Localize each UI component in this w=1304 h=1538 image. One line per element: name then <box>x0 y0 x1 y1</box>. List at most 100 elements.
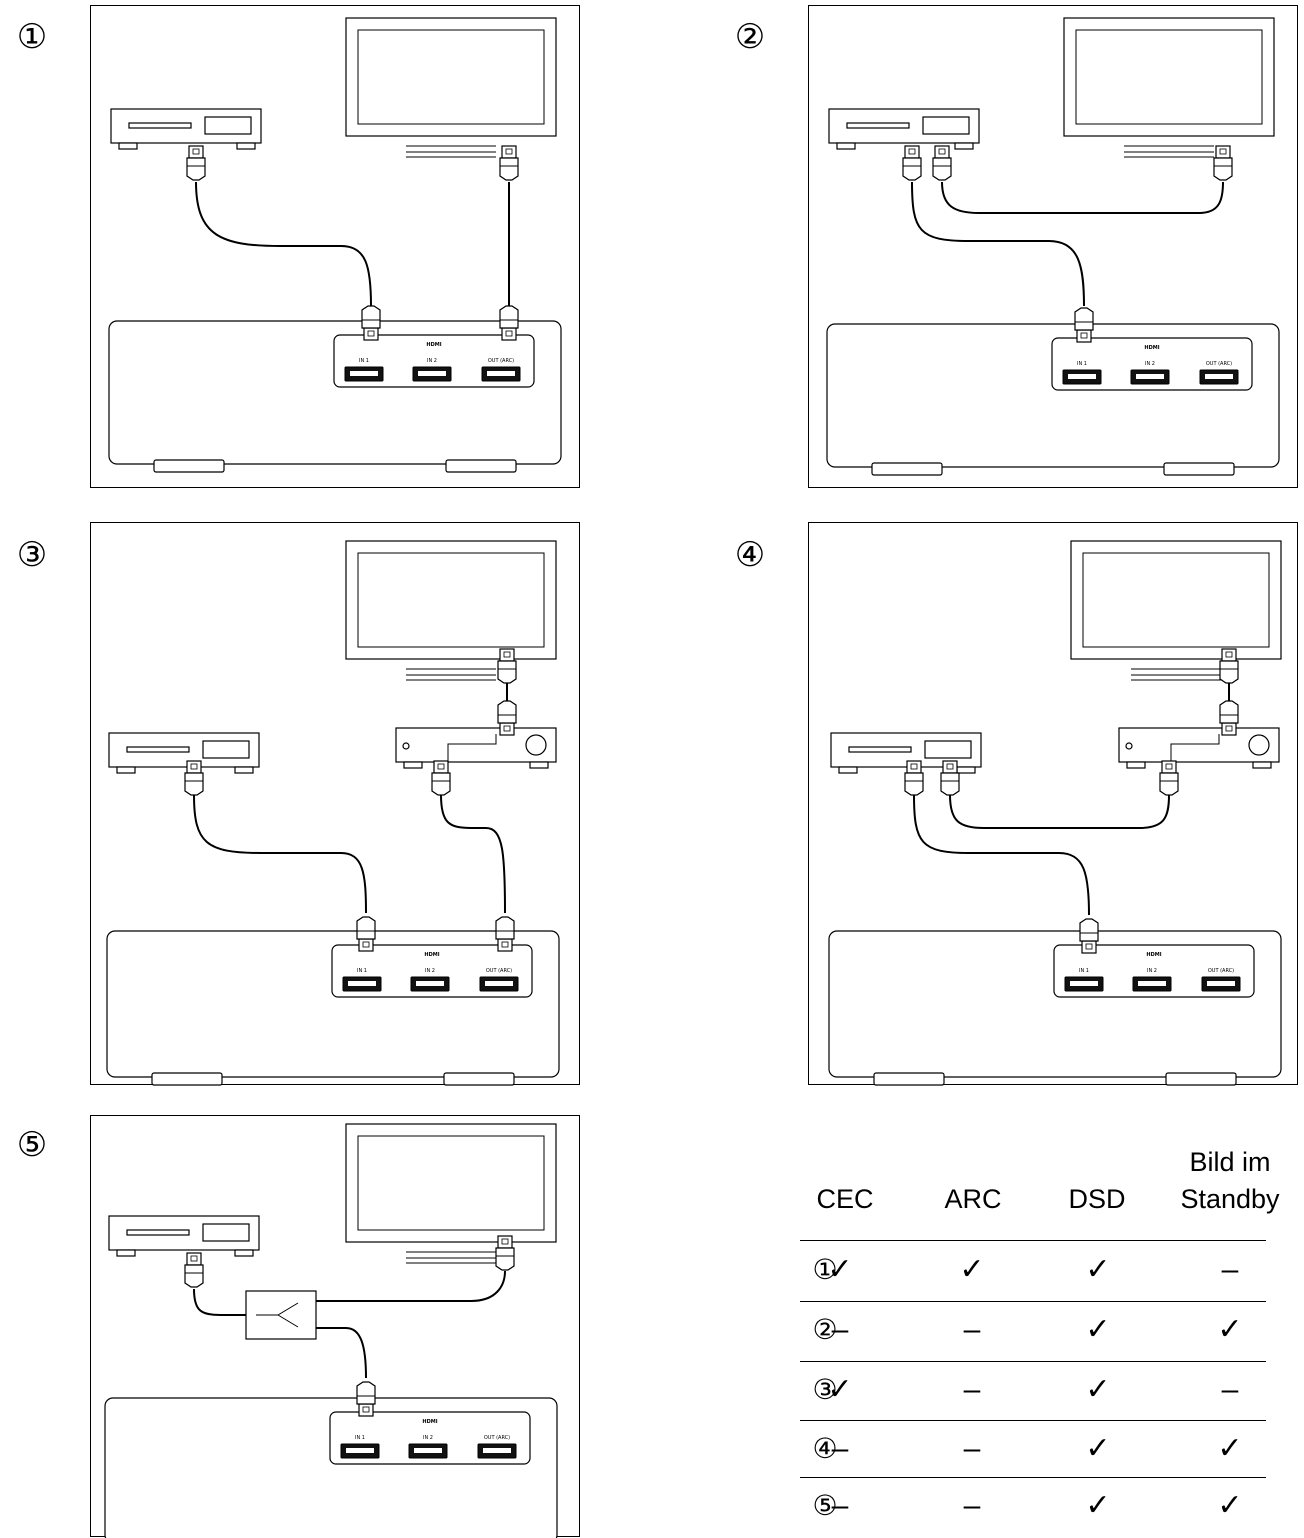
amplifier-device: HDMI IN 1 IN 2 OUT (ARC) <box>104 1397 558 1538</box>
table-header-cec: CEC <box>816 1184 874 1214</box>
table-divider <box>800 1301 1266 1302</box>
port-label-in1: IN 1 <box>359 358 369 364</box>
dash-icon: – <box>963 1373 981 1406</box>
diagram-panel-2: HDMI IN 1 IN 2 OUT (ARC) <box>808 5 1298 488</box>
dash-icon: – <box>963 1313 981 1346</box>
hdmi-plug-icon <box>495 916 515 952</box>
port-label-out: OUT (ARC) <box>1208 968 1234 974</box>
tv <box>1070 540 1282 681</box>
hdmi-plug-icon <box>356 1381 376 1417</box>
disc-player <box>108 732 260 774</box>
hdmi-plug-icon <box>497 700 517 736</box>
hdmi-cable <box>941 181 1224 214</box>
connection-diagram: HDMI IN 1 IN 2 OUT (ARC) <box>826 17 1280 476</box>
table-row-number: ② <box>812 1314 838 1345</box>
check-mark-icon: ✓ <box>1217 1432 1243 1465</box>
check-mark-icon: ✓ <box>1085 1489 1111 1522</box>
hdmi-plug-icon <box>356 916 376 952</box>
diagram-panel-1: HDMI IN 1 IN 2 OUT (ARC) <box>90 5 580 488</box>
hdmi-cable <box>949 794 1170 829</box>
dash-icon: – <box>1221 1253 1239 1286</box>
av-receiver <box>1118 727 1280 769</box>
dash-icon: – <box>1221 1373 1239 1406</box>
hdmi-cable <box>195 181 372 307</box>
port-label-in1: IN 1 <box>1079 968 1089 974</box>
hdmi-label: HDMI <box>422 1419 437 1425</box>
table-row-number: ④ <box>812 1433 838 1464</box>
hdmi-plug-icon <box>495 1235 515 1271</box>
hdmi-plug-icon <box>431 760 451 796</box>
hdmi-plug-icon <box>932 145 952 181</box>
dash-icon: – <box>963 1432 981 1465</box>
connection-diagram: HDMI IN 1 IN 2 OUT (ARC) <box>104 1123 558 1538</box>
table-header-arc: ARC <box>944 1184 1002 1214</box>
av-receiver <box>395 727 557 769</box>
port-label-in2: IN 2 <box>1145 361 1155 367</box>
port-label-out: OUT (ARC) <box>488 358 514 364</box>
tv <box>345 540 557 681</box>
check-mark-icon: ✓ <box>827 1253 853 1286</box>
hdmi-plug-icon <box>497 648 517 684</box>
hdmi-plug-icon <box>499 145 519 181</box>
hdmi-plug-icon <box>1159 760 1179 796</box>
port-label-out: OUT (ARC) <box>1206 361 1232 367</box>
hdmi-splitter <box>245 1290 317 1340</box>
hdmi-plug-icon <box>184 1252 204 1288</box>
table-row-number: ① <box>812 1254 838 1285</box>
dash-icon: – <box>831 1432 849 1465</box>
hdmi-plug-icon <box>1219 700 1239 736</box>
hdmi-label: HDMI <box>1144 345 1159 351</box>
tv <box>345 17 557 158</box>
hdmi-plug-icon <box>361 305 381 341</box>
hdmi-label: HDMI <box>1146 952 1161 958</box>
table-divider <box>800 1420 1266 1421</box>
tv <box>1063 17 1275 158</box>
port-label-in2: IN 2 <box>423 1435 433 1441</box>
hdmi-plug-icon <box>904 760 924 796</box>
hdmi-plug-icon <box>184 760 204 796</box>
amplifier-device: HDMI IN 1 IN 2 OUT (ARC) <box>108 320 562 473</box>
check-mark-icon: ✓ <box>959 1253 985 1286</box>
panel-number-4: ④ <box>734 536 766 574</box>
hdmi-plug-icon <box>499 305 519 341</box>
port-label-in1: IN 1 <box>1077 361 1087 367</box>
table-divider <box>800 1240 1266 1241</box>
table-header-standby-line1: Bild im <box>1189 1147 1271 1177</box>
dash-icon: – <box>831 1489 849 1522</box>
panel-number-1: ① <box>16 18 48 56</box>
tv <box>345 1123 557 1264</box>
table-divider <box>800 1361 1266 1362</box>
check-mark-icon: ✓ <box>827 1373 853 1406</box>
disc-player <box>110 108 262 150</box>
hdmi-cable <box>316 1327 367 1379</box>
hdmi-cable <box>193 794 367 914</box>
check-mark-icon: ✓ <box>1085 1432 1111 1465</box>
hdmi-label: HDMI <box>426 342 441 348</box>
hdmi-plug-icon <box>1219 648 1239 684</box>
port-label-out: OUT (ARC) <box>486 968 512 974</box>
disc-player <box>108 1215 260 1257</box>
table-row-number: ③ <box>812 1374 838 1405</box>
panel-number-3: ③ <box>16 536 48 574</box>
check-mark-icon: ✓ <box>1085 1253 1111 1286</box>
diagram-panel-5: HDMI IN 1 IN 2 OUT (ARC) <box>90 1115 580 1538</box>
amplifier-device: HDMI IN 1 IN 2 OUT (ARC) <box>826 323 1280 476</box>
port-label-in1: IN 1 <box>355 1435 365 1441</box>
connection-diagram: HDMI IN 1 IN 2 OUT (ARC) <box>108 17 562 473</box>
dash-icon: – <box>963 1489 981 1522</box>
hdmi-cable <box>316 1270 506 1302</box>
port-label-in1: IN 1 <box>357 968 367 974</box>
hdmi-plug-icon <box>1074 307 1094 343</box>
table-divider <box>800 1477 1266 1478</box>
hdmi-label: HDMI <box>424 952 439 958</box>
check-mark-icon: ✓ <box>1217 1313 1243 1346</box>
hdmi-cable <box>440 794 506 914</box>
table-header-dsd: DSD <box>1068 1184 1126 1214</box>
port-label-in2: IN 2 <box>427 358 437 364</box>
port-label-out: OUT (ARC) <box>484 1435 510 1441</box>
